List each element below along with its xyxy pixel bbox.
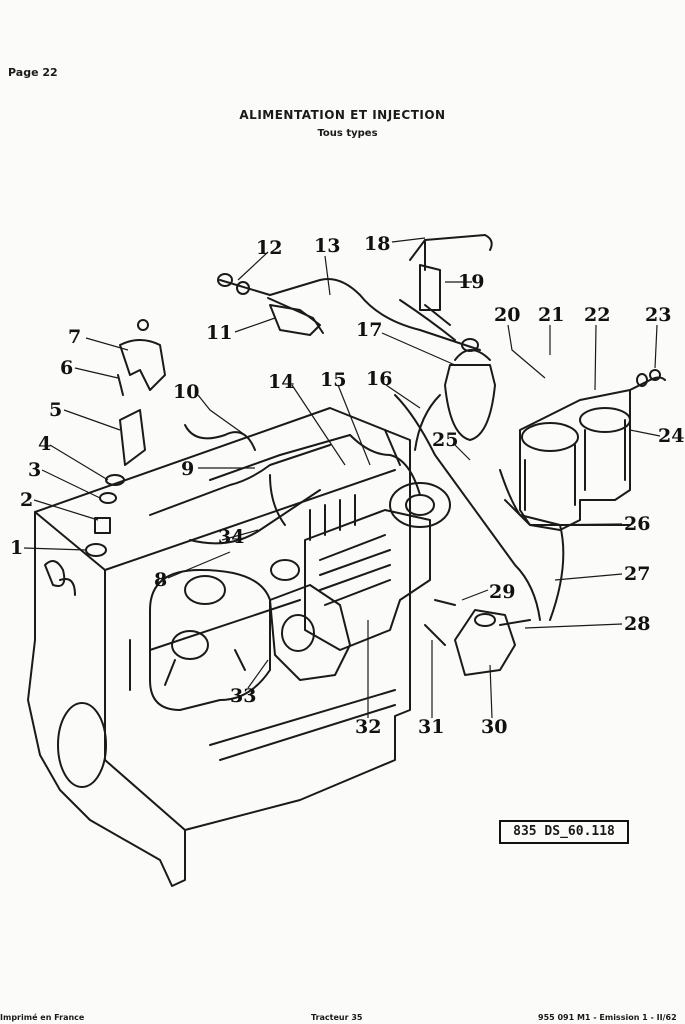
- injector-lines: [149, 424, 421, 545]
- small-parts: [85, 319, 166, 557]
- drawing-reference: 835 DS_60.118: [499, 820, 629, 844]
- callout-17: 17: [356, 319, 383, 341]
- callout-11: 11: [206, 322, 233, 344]
- callout-5: 5: [49, 399, 63, 421]
- feed-pump: [424, 599, 531, 676]
- callout-4: 4: [38, 433, 52, 455]
- callout-1: 1: [10, 537, 24, 559]
- callout-24: 24: [658, 425, 685, 447]
- callout-20: 20: [494, 304, 521, 326]
- callout-6: 6: [60, 357, 74, 379]
- page-subtitle: Tous types: [317, 128, 378, 139]
- top-fuel-lines: [217, 234, 493, 351]
- callout-34: 34: [218, 526, 245, 548]
- page-title: ALIMENTATION ET INJECTION: [239, 108, 446, 122]
- callout-22: 22: [584, 304, 611, 326]
- callout-8: 8: [154, 569, 168, 591]
- callout-14: 14: [268, 371, 295, 393]
- callout-26: 26: [624, 513, 651, 535]
- page-label: Page 22: [8, 66, 58, 79]
- callout-19: 19: [458, 271, 485, 293]
- callout-16: 16: [366, 368, 393, 390]
- callout-32: 32: [355, 716, 382, 738]
- footer-printed: Imprimé en France: [0, 1013, 85, 1022]
- callout-28: 28: [624, 613, 651, 635]
- callout-18: 18: [364, 233, 391, 255]
- callout-13: 13: [314, 235, 341, 257]
- callout-23: 23: [645, 304, 672, 326]
- callout-30: 30: [481, 716, 508, 738]
- engine-block: [27, 407, 411, 887]
- callout-10: 10: [173, 381, 200, 403]
- pump-gasket: [269, 584, 351, 681]
- callout-15: 15: [320, 369, 347, 391]
- callout-3: 3: [28, 459, 42, 481]
- callout-7: 7: [68, 326, 82, 348]
- injection-pump: [270, 482, 451, 651]
- callout-27: 27: [624, 563, 651, 585]
- sediment-bowl: [444, 338, 496, 441]
- footer-edition: 955 091 M1 - Emission 1 - II/62: [538, 1013, 677, 1022]
- fuel-filters: [519, 369, 666, 531]
- callout-33: 33: [230, 685, 257, 707]
- callout-25: 25: [432, 429, 459, 451]
- callout-9: 9: [181, 458, 195, 480]
- callout-21: 21: [538, 304, 565, 326]
- callout-31: 31: [418, 716, 445, 738]
- callout-12: 12: [256, 237, 283, 259]
- callout-29: 29: [489, 581, 516, 603]
- leader-lines: [23, 237, 661, 719]
- callout-2: 2: [20, 489, 34, 511]
- footer-model: Tracteur 35: [311, 1013, 363, 1022]
